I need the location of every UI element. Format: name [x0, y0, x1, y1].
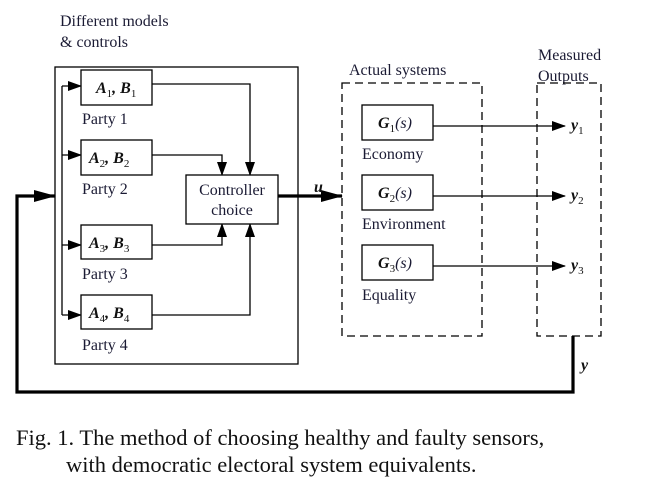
- party-2-block: A2, B2 Party 2: [80, 139, 153, 198]
- party-1-to-controller-wire: [152, 83, 255, 176]
- feedback-y-label: y: [579, 357, 589, 374]
- party-3-block: A3, B3 Party 3: [80, 224, 153, 283]
- models-container-box: [54, 66, 299, 365]
- feedback-y-line: [15, 190, 575, 394]
- measured-outputs-title-line2: Outputs: [538, 68, 589, 85]
- party-4-label: Party 4: [82, 337, 128, 354]
- party-2-model-label: A2, B2: [88, 150, 129, 170]
- party-3-model-label: A3, B3: [88, 235, 130, 255]
- output-y2-label: y2: [569, 187, 584, 207]
- output-y1-label: y1: [569, 117, 584, 137]
- control-signal-u-label: u: [314, 179, 323, 196]
- measured-outputs-dashed-box: [536, 82, 602, 337]
- controller-label-line1: Controller: [199, 182, 265, 199]
- controller-label-line2: choice: [211, 202, 253, 219]
- party-1-block: A1, B1 Party 1: [80, 69, 153, 128]
- party-3-model-box: [80, 224, 153, 260]
- output-y3-label: y3: [569, 257, 584, 277]
- system-2-box: [361, 174, 434, 211]
- system-1-box: [361, 104, 434, 141]
- actual-systems-title: Actual systems: [349, 62, 446, 79]
- system-1-label: Economy: [362, 146, 423, 163]
- actual-systems-dashed-box: [341, 82, 483, 337]
- system-2-transfer-label: G2(s): [378, 185, 412, 205]
- system-2-label: Environment: [362, 216, 446, 233]
- system-1-block: G1(s) Economy: [361, 104, 434, 163]
- figure-caption-line1: Fig. 1. The method of choosing healthy a…: [16, 425, 544, 450]
- controller-choice-box: [185, 174, 279, 225]
- party-4-model-label: A4, B4: [88, 305, 130, 325]
- controller-choice-block: Controller choice: [185, 174, 279, 225]
- party-4-to-controller-wire: [152, 223, 255, 316]
- figure-caption-line2: with democratic electoral system equival…: [66, 452, 476, 477]
- party-4-model-box: [80, 294, 153, 330]
- party-2-model-box: [80, 139, 153, 176]
- measured-outputs-title-line1: Measured: [538, 47, 601, 64]
- system-3-transfer-label: G3(s): [378, 255, 412, 275]
- party-3-to-controller-wire: [152, 223, 227, 246]
- party-4-block: A4, B4 Party 4: [80, 294, 153, 354]
- party-2-to-controller-wire: [152, 154, 227, 176]
- system-3-label: Equality: [362, 287, 416, 304]
- models-group-title-line2: & controls: [60, 34, 128, 51]
- party-1-model-label: A1, B1: [95, 80, 136, 100]
- party-1-model-box: [80, 69, 153, 106]
- party-1-label: Party 1: [82, 111, 128, 128]
- system-2-block: G2(s) Environment: [361, 174, 446, 233]
- party-3-label: Party 3: [82, 266, 128, 283]
- party-2-label: Party 2: [82, 181, 128, 198]
- system-1-transfer-label: G1(s): [378, 115, 412, 135]
- system-3-box: [361, 244, 434, 281]
- system-3-block: G3(s) Equality: [361, 244, 434, 304]
- models-group-title-line1: Different models: [60, 13, 169, 30]
